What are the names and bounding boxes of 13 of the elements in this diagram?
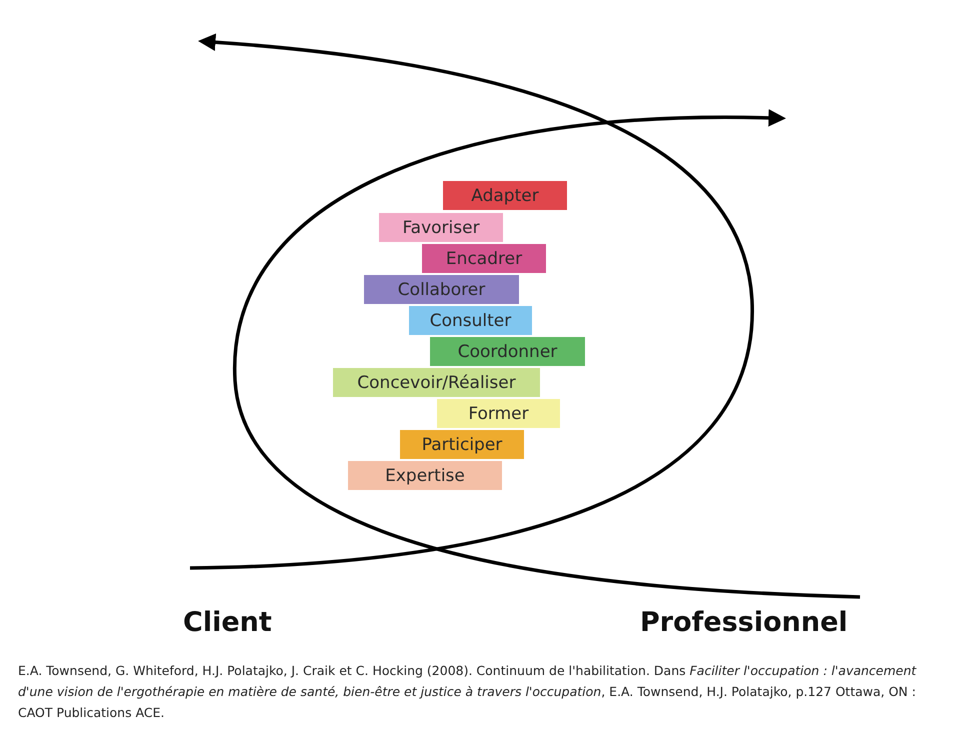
action-box: Concevoir/Réaliser [333, 368, 540, 397]
action-box: Consulter [409, 306, 532, 335]
axis-end-label: Professionnel [640, 607, 848, 638]
action-box: Participer [400, 430, 524, 459]
action-box: Encadrer [422, 244, 546, 273]
action-box: Expertise [348, 461, 502, 490]
action-box: Coordonner [430, 337, 585, 366]
citation-text: E.A. Townsend, G. Whiteford, H.J. Polatajko, J. Craik et C. Hocking (2008). Continuum de l'habilitation. Dans Faciliter l'occupation : l'avancement d'une vision de l'ergothérapie en matière de santé, bien-être et justice à travers l'occupation, E.A. Townsend, H.J. Polatajko, p.127 Ottawa, ON : CAOT Publications ACE. [18, 662, 918, 722]
axis-end-label: Client [183, 607, 272, 638]
action-box: Adapter [443, 181, 567, 210]
action-box: Collaborer [364, 275, 519, 304]
action-box: Former [437, 399, 560, 428]
action-box: Favoriser [379, 213, 503, 242]
